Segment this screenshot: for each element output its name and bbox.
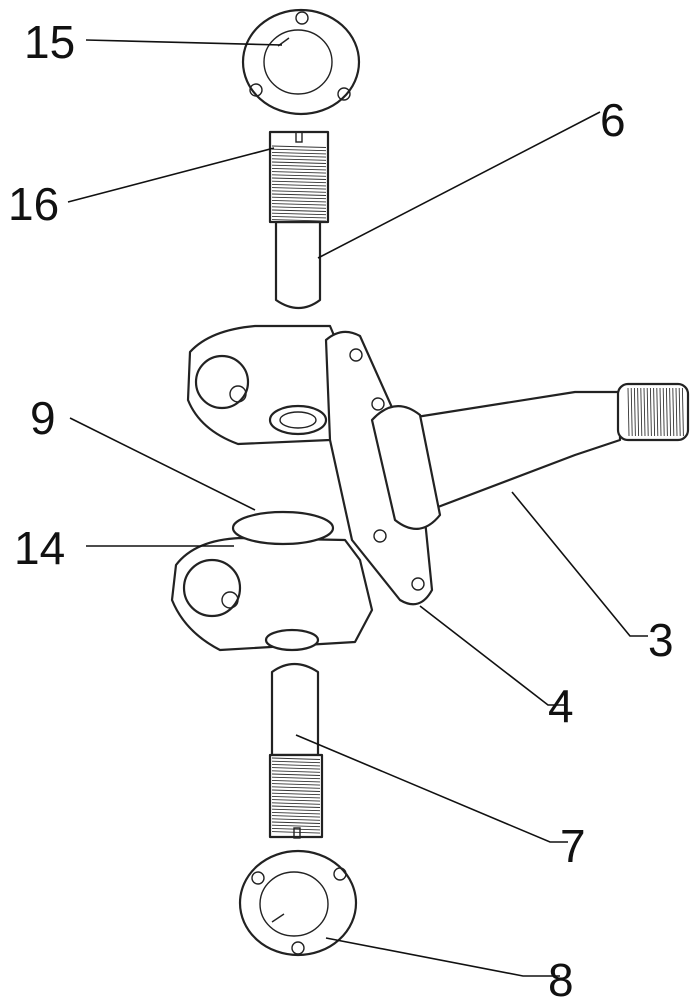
thread-line bbox=[640, 387, 643, 437]
thread-line bbox=[665, 387, 668, 437]
thread-line bbox=[271, 831, 321, 834]
thread-line bbox=[271, 177, 327, 180]
thread-line bbox=[271, 212, 327, 216]
callout-14: 14 bbox=[14, 522, 65, 574]
thread-line bbox=[649, 387, 652, 437]
thread-line bbox=[271, 789, 321, 792]
bottom-king-pin bbox=[268, 662, 324, 839]
thread-line bbox=[271, 818, 321, 821]
thread-line bbox=[675, 387, 678, 437]
thread-line bbox=[271, 164, 327, 168]
thread-line bbox=[271, 180, 327, 184]
thread-line bbox=[271, 203, 327, 206]
thread-line bbox=[271, 219, 327, 222]
thread-line bbox=[271, 183, 327, 187]
thread-line bbox=[271, 193, 327, 196]
bottom-flange-washer bbox=[238, 849, 358, 957]
thread-line bbox=[633, 387, 636, 437]
thread-line bbox=[659, 387, 662, 437]
thread-line bbox=[271, 811, 321, 815]
callout-16: 16 bbox=[8, 178, 59, 230]
thread-line bbox=[678, 387, 681, 437]
thread-line bbox=[271, 196, 327, 200]
thread-line bbox=[271, 190, 327, 193]
thread-line bbox=[271, 145, 327, 148]
thread-line bbox=[672, 387, 675, 437]
thread-line bbox=[271, 821, 321, 824]
thread-line bbox=[271, 805, 321, 808]
steering-knuckle bbox=[170, 324, 690, 652]
thread-line bbox=[653, 387, 656, 437]
thread-line bbox=[643, 387, 646, 437]
thread-line bbox=[271, 824, 321, 828]
thread-line bbox=[271, 155, 327, 158]
callout-15: 15 bbox=[24, 16, 75, 68]
callout-6: 6 bbox=[600, 94, 626, 146]
thread-line bbox=[271, 815, 321, 818]
thread-line bbox=[271, 187, 327, 190]
thread-line bbox=[271, 167, 327, 171]
thread-line bbox=[271, 171, 327, 174]
thread-line bbox=[271, 783, 321, 786]
callout-4: 4 bbox=[548, 680, 574, 732]
thread-line bbox=[271, 770, 321, 773]
top-flange-washer bbox=[241, 8, 361, 116]
thread-line bbox=[271, 148, 327, 152]
leader-lines bbox=[67, 39, 648, 977]
thread-line bbox=[271, 792, 321, 796]
thread-line bbox=[637, 387, 640, 437]
top-king-pin bbox=[268, 130, 330, 310]
thread-line bbox=[669, 387, 672, 437]
thread-line bbox=[271, 206, 327, 209]
thread-line bbox=[271, 776, 321, 780]
thread-line bbox=[271, 757, 321, 760]
thread-line bbox=[681, 387, 684, 437]
thread-line bbox=[271, 827, 321, 831]
thread-line bbox=[271, 795, 321, 799]
thread-line bbox=[271, 786, 321, 789]
callout-8: 8 bbox=[548, 954, 574, 1000]
callout-7: 7 bbox=[560, 820, 586, 872]
callout-9: 9 bbox=[30, 392, 56, 444]
thread-line bbox=[271, 174, 327, 177]
thread-line bbox=[271, 215, 327, 219]
thread-line bbox=[271, 802, 321, 805]
thread-line bbox=[271, 760, 321, 764]
thread-line bbox=[662, 387, 665, 437]
thread-line bbox=[271, 209, 327, 212]
thread-line bbox=[627, 387, 630, 437]
thread-line bbox=[271, 779, 321, 783]
thread-line bbox=[646, 387, 649, 437]
thread-line bbox=[271, 808, 321, 812]
thread-line bbox=[656, 387, 659, 437]
thread-line bbox=[630, 387, 633, 437]
thread-line bbox=[271, 199, 327, 203]
thread-line bbox=[271, 799, 321, 802]
thread-line bbox=[271, 763, 321, 767]
thread-line bbox=[271, 773, 321, 776]
thread-line bbox=[271, 161, 327, 164]
callout-3: 3 bbox=[648, 614, 674, 666]
thread-line bbox=[271, 767, 321, 770]
thread-line bbox=[271, 151, 327, 155]
thread-line bbox=[271, 158, 327, 161]
